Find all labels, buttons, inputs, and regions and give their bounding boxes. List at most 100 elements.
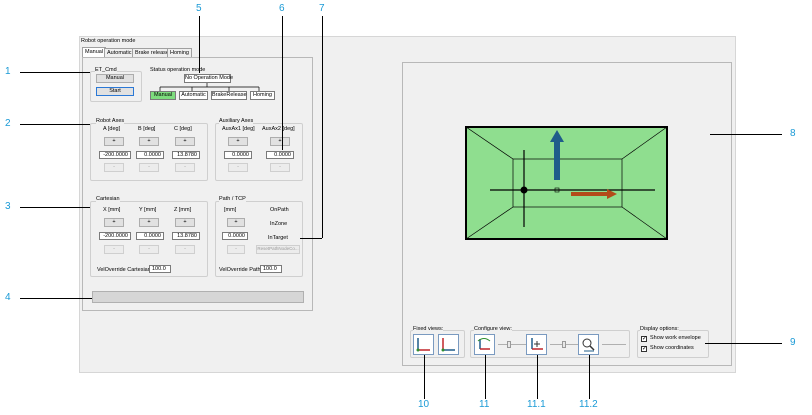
auxax2-minus-button[interactable]: - bbox=[270, 163, 290, 172]
progress-bar bbox=[92, 291, 304, 303]
start-button[interactable]: Start bbox=[96, 87, 134, 96]
translate-slider-thumb[interactable] bbox=[562, 341, 566, 348]
callout-11: 11 bbox=[479, 399, 490, 410]
fixed-view-front-icon[interactable] bbox=[413, 334, 434, 355]
cart-x-minus-button[interactable]: - bbox=[104, 245, 124, 254]
vel-override-cartesian-label: VelOverride Cartesian: bbox=[97, 267, 153, 273]
auxax2-label: AuxAx2 [deg] bbox=[262, 126, 295, 132]
cart-z-plus-button[interactable]: + bbox=[175, 218, 195, 227]
callout-line-6 bbox=[282, 16, 283, 150]
zoom-view-icon[interactable] bbox=[578, 334, 599, 355]
mode-homing-indicator: Homing bbox=[250, 91, 275, 100]
status-mode-label: Status operation mode bbox=[150, 67, 206, 73]
tab-manual[interactable]: Manual bbox=[82, 47, 107, 57]
axis-b-label: B [deg] bbox=[138, 126, 156, 132]
callout-2: 2 bbox=[5, 118, 11, 129]
rotate-slider-thumb[interactable] bbox=[507, 341, 511, 348]
show-work-envelope-checkbox[interactable]: ✓ bbox=[641, 336, 648, 342]
vel-override-cartesian-input[interactable]: 100.0 bbox=[149, 265, 171, 273]
auxax1-value[interactable]: 0.0000 bbox=[224, 151, 252, 159]
show-coordinates-checkbox[interactable]: ✓ bbox=[641, 346, 648, 352]
status-current-mode: No Operation Mode bbox=[184, 74, 233, 83]
tab-automatic[interactable]: Automatic bbox=[104, 48, 135, 57]
cart-z-label: Z [mm] bbox=[174, 207, 192, 213]
axis-b-plus-button[interactable]: + bbox=[139, 137, 159, 146]
robot-axes-label: Robot Axes bbox=[96, 118, 125, 124]
callout-line-4 bbox=[20, 298, 92, 299]
path-tcp-label: Path / TCP bbox=[219, 196, 246, 202]
auxax1-minus-button[interactable]: - bbox=[228, 163, 248, 172]
manual-button[interactable]: Manual bbox=[96, 74, 134, 83]
callout-line-3 bbox=[20, 207, 90, 208]
cart-z-minus-button[interactable]: - bbox=[175, 245, 195, 254]
zoom-slider-track[interactable] bbox=[602, 344, 626, 345]
reset-path-node-button[interactable]: ResetPathNodeCo... bbox=[256, 245, 300, 254]
fixed-views-label: Fixed views: bbox=[413, 326, 444, 332]
callout-line-8 bbox=[710, 134, 782, 135]
cartesian-group bbox=[90, 201, 208, 277]
axis-c-plus-button[interactable]: + bbox=[175, 137, 195, 146]
callout-11-1: 11.1 bbox=[527, 399, 546, 410]
cart-y-plus-button[interactable]: + bbox=[139, 218, 159, 227]
callout-8: 8 bbox=[790, 128, 796, 139]
path-plus-button[interactable]: + bbox=[227, 218, 245, 227]
show-coordinates-label: Show coordinates bbox=[650, 345, 694, 351]
mode-tree-lines bbox=[159, 83, 260, 91]
cart-y-minus-button[interactable]: - bbox=[139, 245, 159, 254]
rotate-view-icon[interactable] bbox=[474, 334, 495, 355]
callout-line-9 bbox=[705, 343, 782, 344]
callout-line-1 bbox=[20, 72, 90, 73]
callout-line-2 bbox=[20, 124, 90, 125]
auxax2-plus-button[interactable]: + bbox=[270, 137, 290, 146]
display-options-label: Display options: bbox=[640, 326, 679, 332]
callout-line-10 bbox=[424, 355, 425, 399]
tab-homing[interactable]: Homing bbox=[167, 48, 192, 57]
vel-override-path-input[interactable]: 100.0 bbox=[260, 265, 282, 273]
callout-4: 4 bbox=[5, 292, 11, 303]
auxax2-value[interactable]: 0.0000 bbox=[266, 151, 294, 159]
window-title: Robot operation mode bbox=[81, 38, 136, 44]
work-envelope-view[interactable] bbox=[465, 126, 668, 240]
callout-line-7 bbox=[322, 16, 323, 238]
mode-brakerelease-indicator: BrakeRelease bbox=[211, 91, 247, 100]
auxiliary-axes-group bbox=[215, 123, 303, 181]
cart-x-plus-button[interactable]: + bbox=[104, 218, 124, 227]
cart-z-value[interactable]: 13.8780 bbox=[172, 232, 200, 240]
axis-b-value[interactable]: 0.0000 bbox=[136, 151, 164, 159]
cartesian-label: Cartesian bbox=[96, 196, 120, 202]
axis-c-value[interactable]: 13.8780 bbox=[172, 151, 200, 159]
path-minus-button[interactable]: - bbox=[227, 245, 245, 254]
callout-line-5 bbox=[199, 16, 200, 73]
path-tcp-group bbox=[215, 201, 303, 277]
path-value[interactable]: 0.0000 bbox=[222, 232, 248, 240]
robot-axes-group bbox=[90, 123, 208, 181]
callout-line-7b bbox=[300, 238, 322, 239]
fixed-view-side-icon[interactable] bbox=[438, 334, 459, 355]
et-cmd-label: ET_Cmd bbox=[95, 67, 117, 73]
callout-7: 7 bbox=[319, 3, 325, 14]
configure-view-group bbox=[470, 330, 630, 358]
in-target-label: InTarget bbox=[268, 235, 288, 241]
cart-y-value[interactable]: 0.0000 bbox=[136, 232, 164, 240]
callout-line-11 bbox=[485, 355, 486, 399]
translate-view-icon[interactable] bbox=[526, 334, 547, 355]
auxiliary-axes-label: Auxiliary Axes bbox=[219, 118, 254, 124]
axis-a-label: A [deg] bbox=[103, 126, 121, 132]
callout-line-11-1 bbox=[537, 355, 538, 399]
cart-x-value[interactable]: -200.0000 bbox=[99, 232, 131, 240]
axis-a-minus-button[interactable]: - bbox=[104, 163, 124, 172]
axis-b-minus-button[interactable]: - bbox=[139, 163, 159, 172]
cart-y-label: Y [mm] bbox=[139, 207, 157, 213]
tab-brake-release[interactable]: Brake release bbox=[132, 48, 172, 57]
callout-5: 5 bbox=[196, 3, 202, 14]
axis-a-value[interactable]: -200.0000 bbox=[99, 151, 131, 159]
callout-3: 3 bbox=[5, 201, 11, 212]
callout-11-2: 11.2 bbox=[579, 399, 598, 410]
axis-c-minus-button[interactable]: - bbox=[175, 163, 195, 172]
axis-a-plus-button[interactable]: + bbox=[104, 137, 124, 146]
rotate-slider-track[interactable] bbox=[498, 344, 526, 345]
callout-line-11-2 bbox=[589, 355, 590, 399]
in-zone-label: InZone bbox=[270, 221, 288, 227]
auxax1-plus-button[interactable]: + bbox=[228, 137, 248, 146]
auxax1-label: AuxAx1 [deg] bbox=[222, 126, 255, 132]
